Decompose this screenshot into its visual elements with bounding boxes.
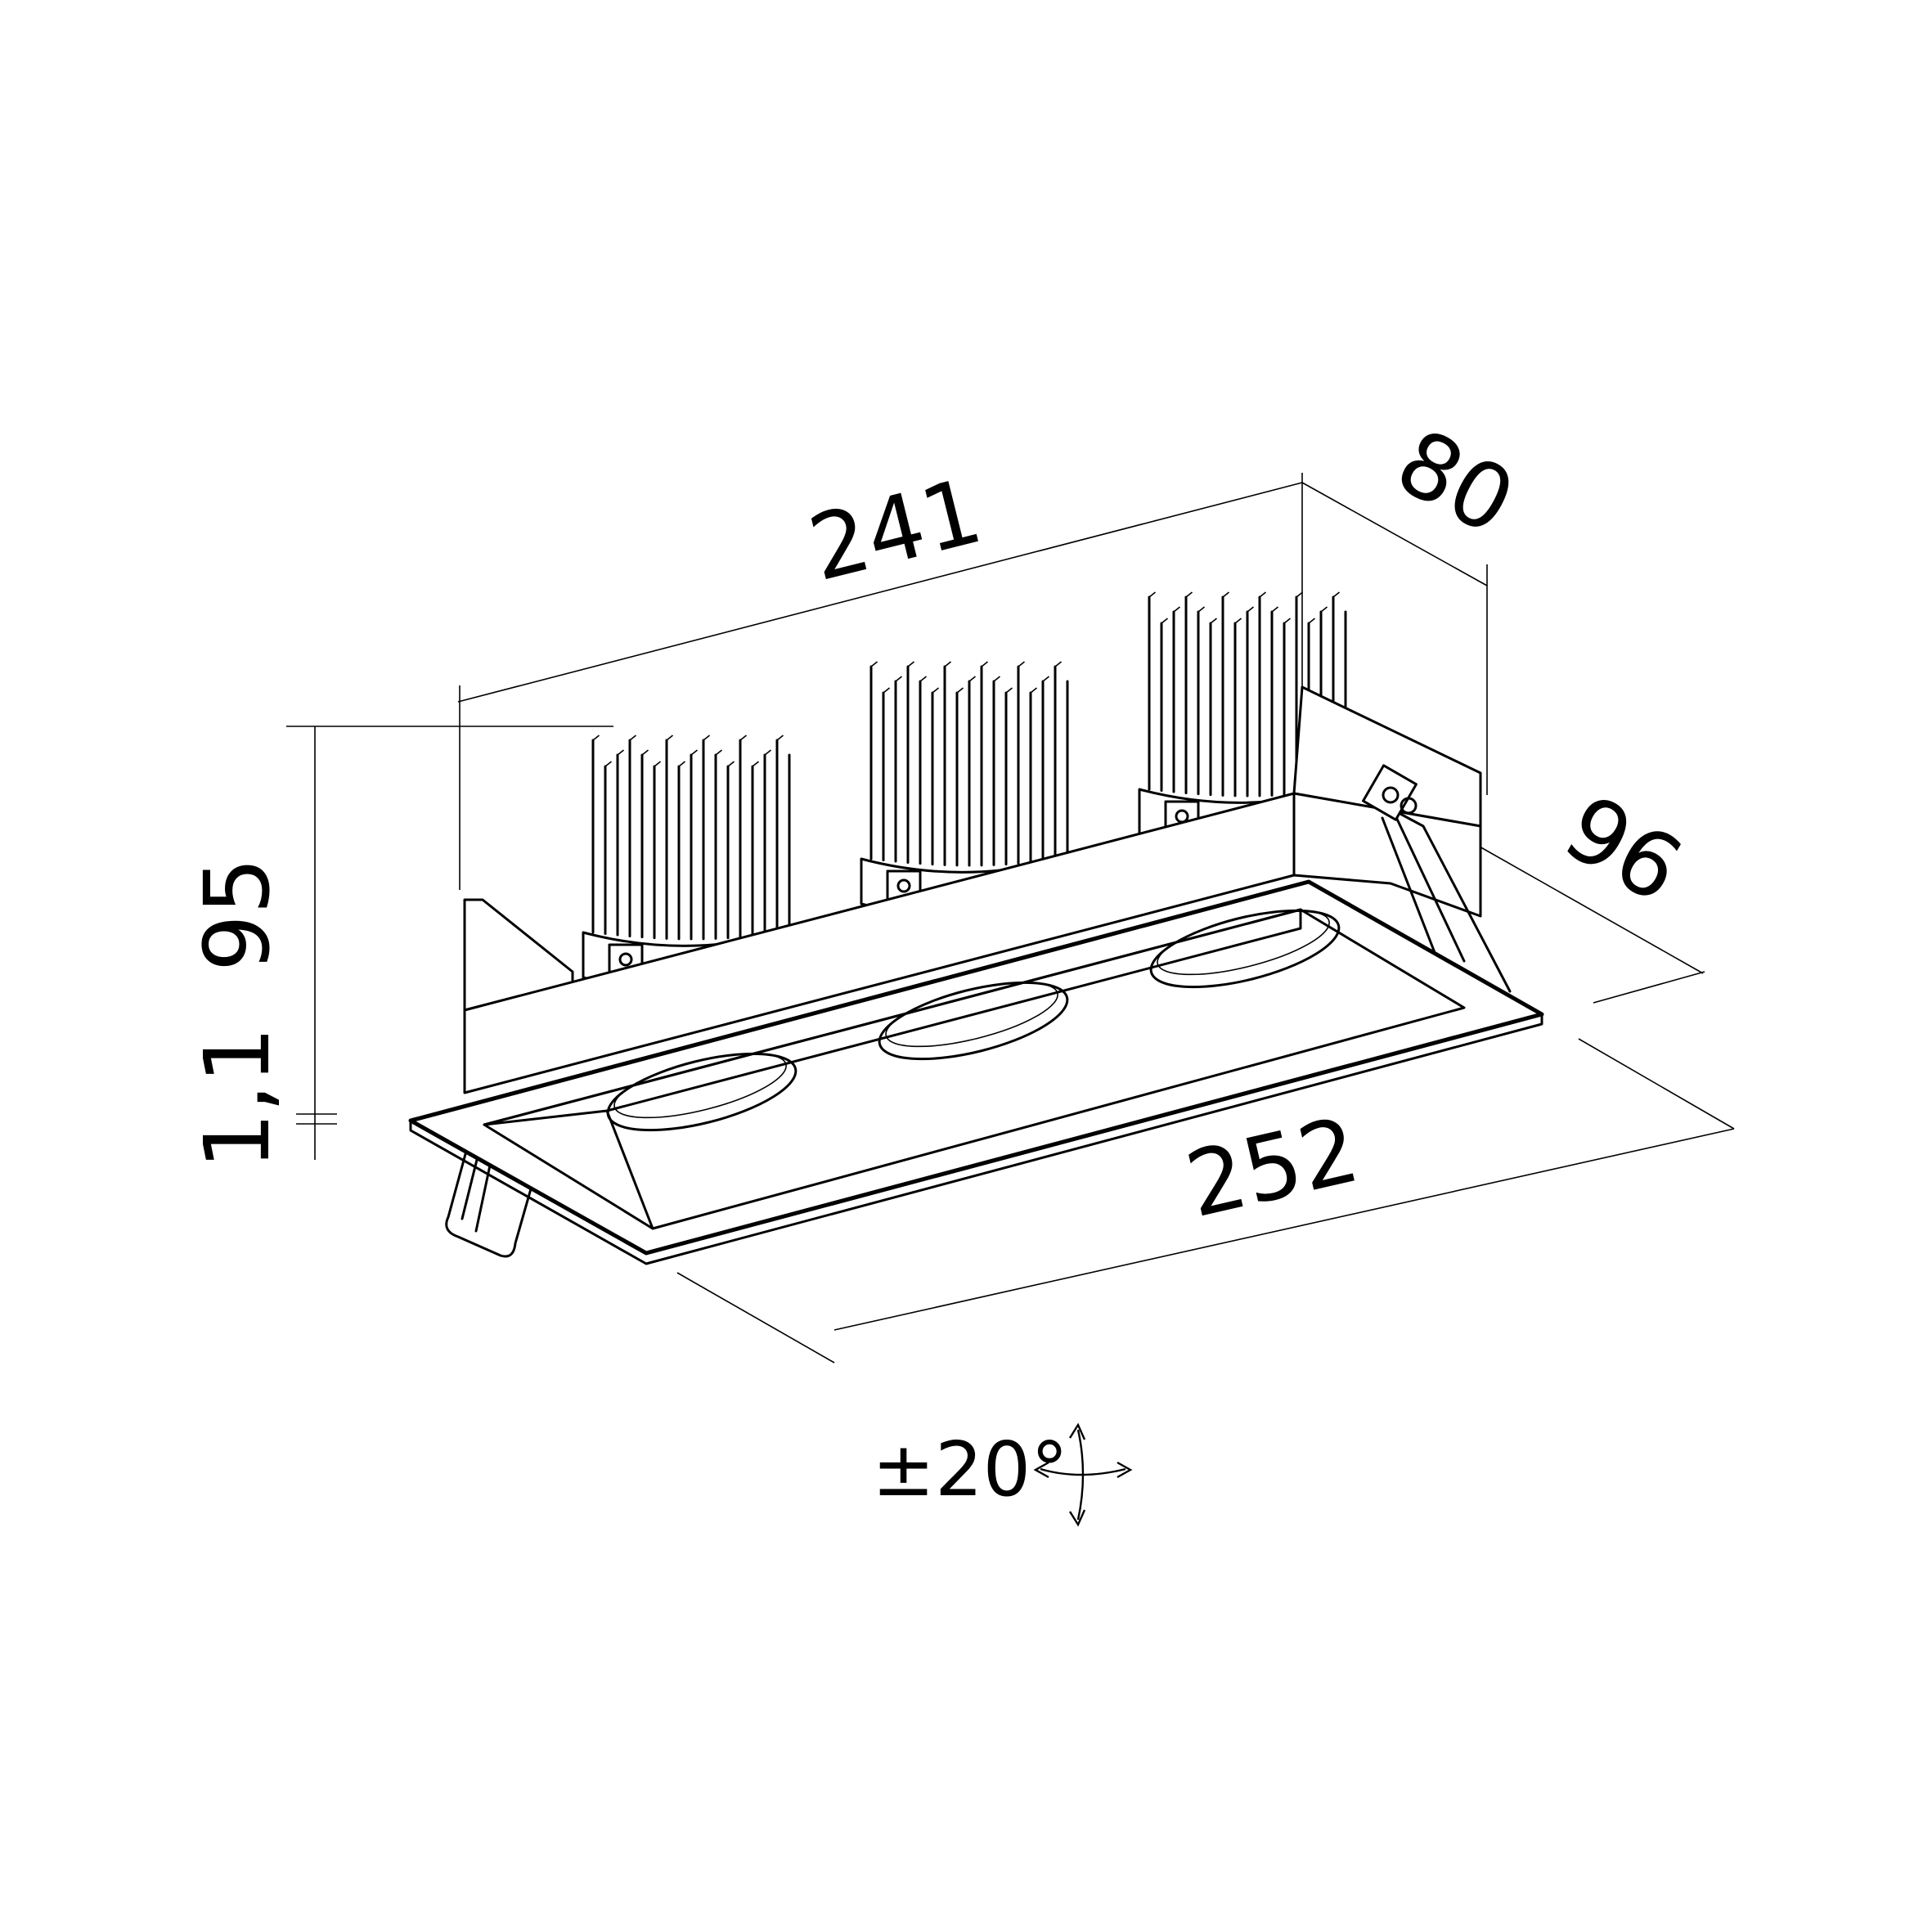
connector-terminal — [1362, 764, 1418, 821]
housing-box — [445, 685, 1512, 1258]
dimension-lines — [286, 473, 1735, 1364]
trim-frame — [408, 879, 1544, 1265]
tilt-indicator: ±20° — [872, 1422, 1133, 1527]
lamp-ring-group — [606, 909, 1341, 1132]
tilt-rotation-arrows-icon — [1033, 1422, 1133, 1527]
dim-height: 95 — [185, 857, 290, 972]
lamp-ring — [606, 1052, 798, 1132]
dim-flange-thickness: 1,1 — [185, 1027, 290, 1170]
tilt-label: ±20° — [872, 1426, 1068, 1513]
dim-top-length: 241 — [799, 458, 991, 601]
lamp-ring — [878, 981, 1069, 1061]
lamp-ring — [1149, 909, 1341, 989]
dim-depth-top: 80 — [1381, 409, 1531, 555]
dim-depth-bottom: 96 — [1548, 775, 1699, 923]
